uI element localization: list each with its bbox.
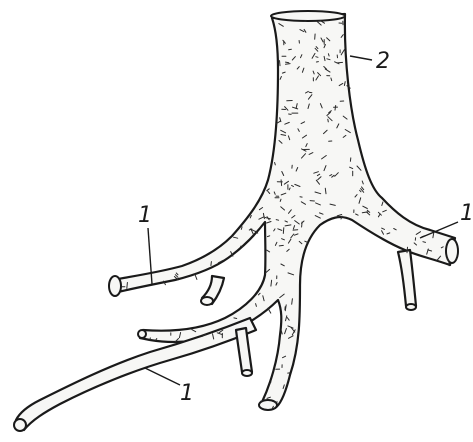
- root-cut-bottom: [259, 400, 277, 410]
- rootlet-cut-thin: [138, 330, 146, 338]
- bark-hatch-mark: [279, 245, 283, 246]
- rootlet-right-small: [398, 250, 416, 306]
- bark-hatch-mark: [234, 318, 237, 319]
- bark-hatch-mark: [211, 262, 212, 266]
- bark-hatch-mark: [423, 242, 426, 243]
- bark-hatch-mark: [127, 283, 128, 289]
- rootlet-cut-middle: [242, 370, 252, 376]
- bark-hatch-mark: [281, 180, 282, 186]
- label-1-bottom: 1: [180, 381, 194, 406]
- root-cut-far-left: [14, 419, 26, 431]
- rootlet-cut-left: [201, 297, 213, 305]
- bark-hatch-mark: [302, 222, 303, 227]
- bark-hatch-mark: [286, 62, 289, 63]
- label-1-right: 1: [460, 201, 473, 226]
- thin-root-bottom-left: [16, 318, 256, 430]
- bark-hatch-mark: [328, 119, 329, 122]
- rootlet-cut-right: [406, 304, 416, 310]
- bark-hatch-mark: [280, 61, 281, 66]
- bark-hatch-mark: [289, 49, 292, 50]
- root-cut-left: [109, 276, 121, 296]
- label-1-left: 1: [138, 203, 152, 228]
- bark-hatch-mark: [316, 57, 318, 58]
- bark-hatch-mark: [328, 54, 329, 56]
- bark-hatch-mark: [275, 402, 277, 403]
- bark-hatch-mark: [335, 106, 336, 111]
- bark-hatch-mark: [271, 280, 272, 286]
- bark-hatch-mark: [303, 21, 306, 22]
- label-2: 2: [376, 49, 390, 74]
- bark-hatch-mark: [309, 92, 312, 93]
- leader-1-bottom: [145, 368, 180, 385]
- bark-hatch-mark: [292, 299, 293, 304]
- bark-hatch-mark: [276, 220, 278, 221]
- bark-hatch-mark: [275, 163, 276, 165]
- rootlet-middle-small: [236, 328, 252, 372]
- bark-hatch-mark: [286, 64, 291, 65]
- bark-hatch-mark: [283, 228, 284, 234]
- leader-2: [350, 56, 372, 60]
- bark-hatch-mark: [407, 247, 408, 252]
- bark-hatch-mark: [325, 188, 326, 193]
- trunk-cut-top: [271, 11, 345, 21]
